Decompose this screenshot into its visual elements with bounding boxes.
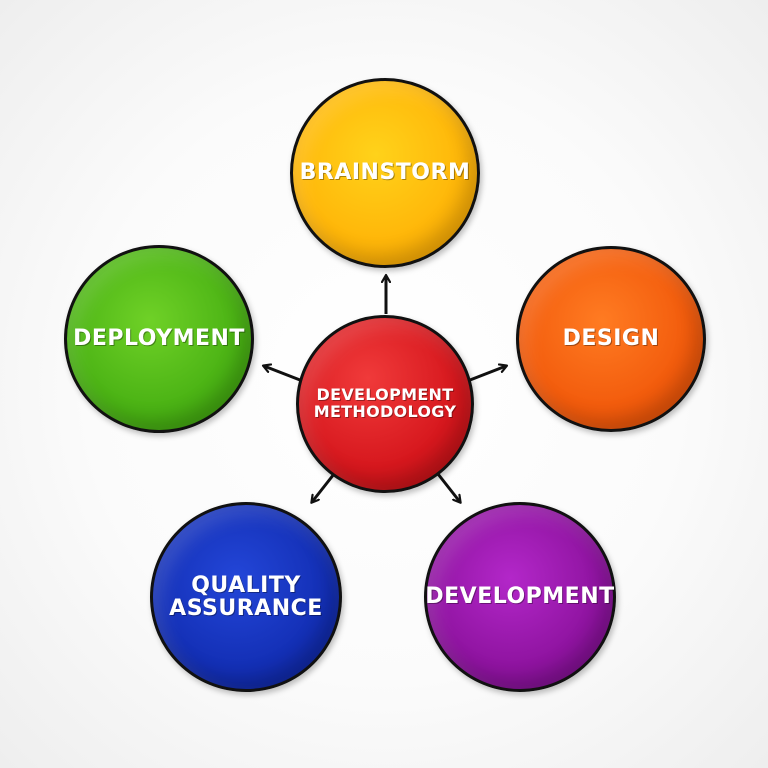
- node-design: DESIGN: [516, 246, 706, 432]
- node-development: DEVELOPMENT: [424, 502, 616, 692]
- node-design-label: DESIGN: [562, 326, 660, 352]
- arrow-to-quality-assurance: [312, 473, 336, 502]
- arrow-to-design: [469, 366, 506, 382]
- node-brainstorm-label: BRAINSTORM: [299, 160, 471, 186]
- center-node-development-methodology: DEVELOPMENT METHODOLOGY: [296, 315, 474, 493]
- node-brainstorm: BRAINSTORM: [290, 78, 480, 268]
- center-node-label: DEVELOPMENT METHODOLOGY: [313, 385, 457, 421]
- arrow-to-development: [436, 473, 460, 502]
- node-development-label: DEVELOPMENT: [425, 584, 615, 610]
- arrow-to-deployment: [264, 366, 301, 382]
- node-quality-assurance-label: QUALITY ASSURANCE: [169, 572, 323, 621]
- node-deployment: DEPLOYMENT: [64, 245, 254, 433]
- node-quality-assurance: QUALITY ASSURANCE: [150, 502, 342, 692]
- node-deployment-label: DEPLOYMENT: [73, 326, 245, 352]
